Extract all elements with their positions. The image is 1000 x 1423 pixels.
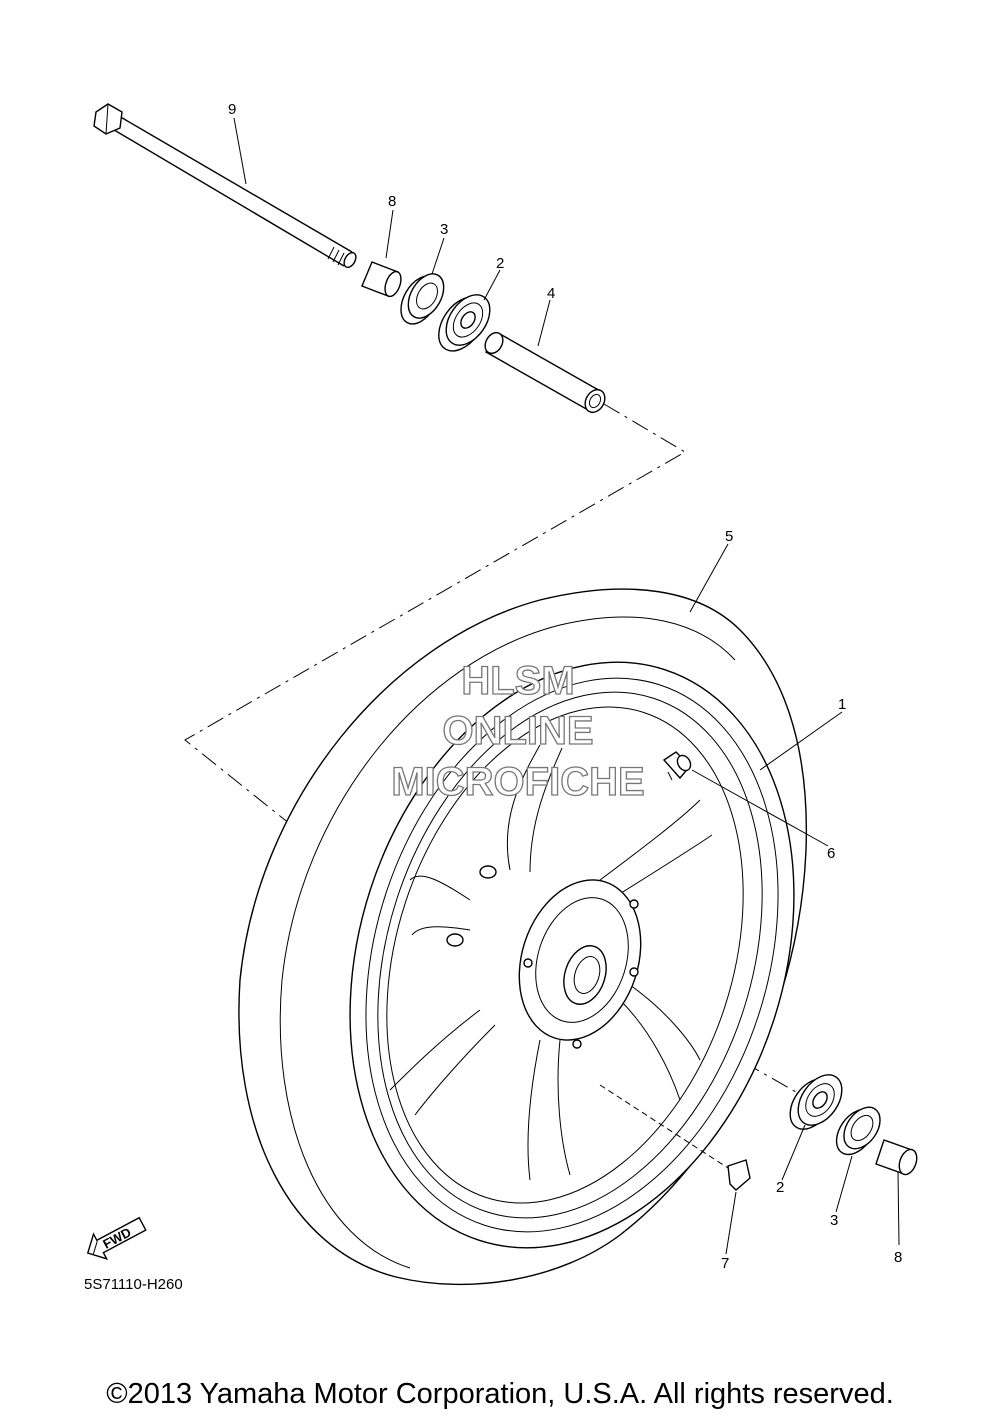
callout-axle: 9 <box>228 101 236 118</box>
callout-collar-top: 8 <box>388 193 396 210</box>
watermark-line-2: ONLINE <box>442 709 593 753</box>
bearing-bottom <box>789 1074 843 1130</box>
watermark: HLSM ONLINE MICROFICHE <box>391 658 646 804</box>
wheel-spacer <box>484 331 606 414</box>
callout-bearing-top: 2 <box>496 255 504 272</box>
oil-seal-top <box>400 273 445 325</box>
callout-balance-weight: 7 <box>721 1255 729 1272</box>
copyright-notice: ©2013 Yamaha Motor Corporation, U.S.A. A… <box>106 1378 894 1410</box>
oil-seal-bottom <box>835 1106 881 1156</box>
collar-top <box>361 261 402 298</box>
callout-labels: 9 8 3 2 4 5 1 6 2 3 8 7 <box>228 101 902 1272</box>
callout-valve: 6 <box>827 845 835 862</box>
fwd-arrow: FWD <box>86 1216 147 1260</box>
callout-bearing-bottom: 2 <box>776 1179 784 1196</box>
balance-weight <box>599 1084 751 1191</box>
fwd-label: FWD <box>100 1224 133 1251</box>
callout-seal-bottom: 3 <box>830 1212 838 1229</box>
callout-spacer: 4 <box>547 285 555 302</box>
callout-tire: 5 <box>725 528 733 545</box>
collar-bottom <box>875 1139 918 1176</box>
callout-seal-top: 3 <box>440 221 448 238</box>
watermark-line-3: MICROFICHE <box>391 760 644 804</box>
watermark-line-1: HLSM <box>461 659 574 703</box>
drawing-code: 5S71110-H260 <box>84 1276 183 1293</box>
leader-lines <box>233 117 900 1255</box>
callout-collar-bottom: 8 <box>894 1249 902 1266</box>
callout-wheel: 1 <box>838 696 846 713</box>
tire-valve <box>662 751 692 781</box>
front-wheel-axle <box>93 103 357 269</box>
cast-wheel <box>349 661 795 1249</box>
bearing-top <box>438 294 491 352</box>
